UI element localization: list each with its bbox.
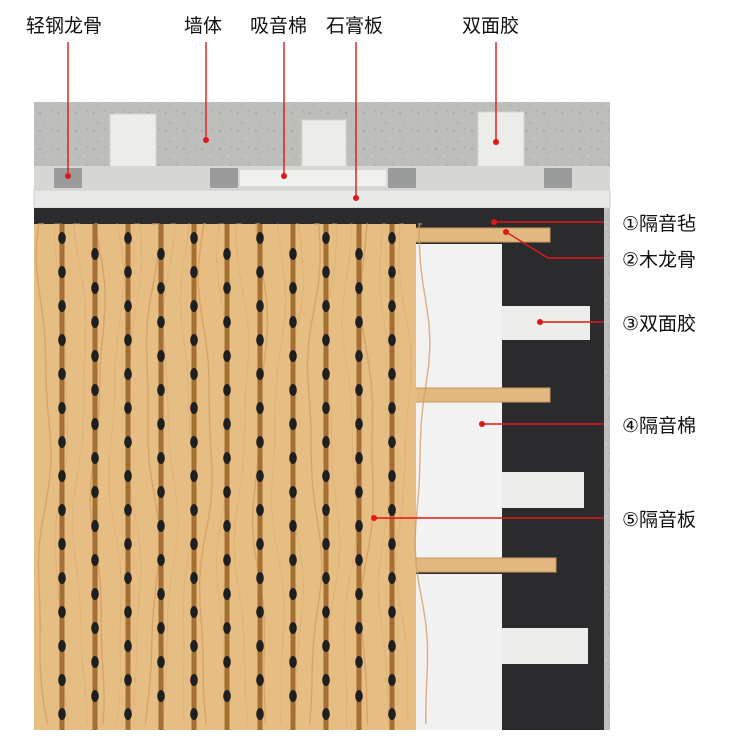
leader-dots bbox=[65, 137, 543, 521]
insulation-cotton-1 bbox=[410, 244, 502, 388]
absorb-cotton-strip bbox=[240, 170, 386, 186]
label-double-tape: 双面胶 bbox=[462, 15, 519, 37]
felt-tape-2 bbox=[502, 472, 584, 508]
felt-tape-1 bbox=[502, 306, 590, 340]
insulation-cotton-2 bbox=[410, 402, 502, 558]
panel-slots bbox=[58, 224, 396, 730]
steel-clip-3 bbox=[388, 168, 416, 188]
steel-clip-2 bbox=[210, 168, 238, 188]
label-panel: ⑤隔音板 bbox=[622, 509, 696, 531]
wood-keel-3 bbox=[409, 557, 557, 573]
wood-keel-1 bbox=[409, 227, 551, 243]
label-wall: 墙体 bbox=[184, 15, 222, 37]
label-gypsum-board: 石膏板 bbox=[326, 14, 383, 37]
label-cotton: ④隔音棉 bbox=[622, 415, 696, 437]
insulation-cotton-3 bbox=[410, 574, 502, 730]
felt-tape-3 bbox=[502, 628, 588, 664]
label-wood-keel: ②木龙骨 bbox=[622, 249, 696, 271]
steel-clip-4 bbox=[544, 168, 572, 188]
label-light-steel-keel: 轻钢龙骨 bbox=[26, 15, 102, 37]
leader-lines bbox=[67, 42, 604, 519]
wood-keel-2 bbox=[409, 387, 551, 403]
label-absorb-cotton: 吸音棉 bbox=[250, 15, 307, 37]
gypsum-board bbox=[33, 189, 611, 209]
label-felt: ①隔音毡 bbox=[622, 213, 696, 235]
label-tape: ③双面胶 bbox=[622, 313, 696, 335]
